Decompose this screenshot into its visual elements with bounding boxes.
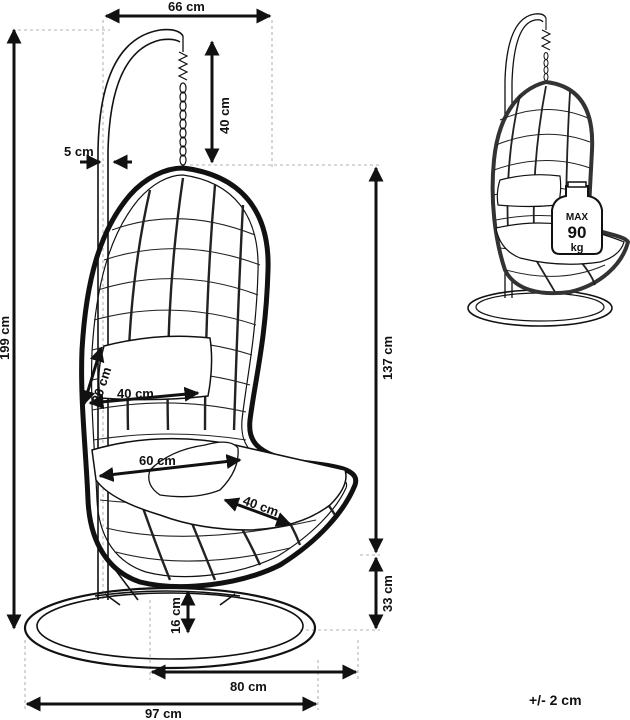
dim-offset: 5 cm xyxy=(64,144,94,159)
dimension-arrows xyxy=(6,8,384,712)
max-weight-badge: MAX 90 kg xyxy=(551,181,603,255)
dim-seat-ground: 33 cm xyxy=(380,575,395,612)
dim-basket-height: 137 cm xyxy=(380,336,395,380)
main-chair-illustration: 66 cm 40 cm 5 cm 199 cm 137 cm 33 cm 20 … xyxy=(0,0,395,720)
dim-total-height: 199 cm xyxy=(0,316,12,360)
chain xyxy=(177,36,189,166)
dim-base-diameter: 80 cm xyxy=(230,679,267,694)
dim-top-width: 66 cm xyxy=(168,0,205,14)
basket xyxy=(79,165,359,590)
preview-chair-illustration: MAX 90 kg xyxy=(467,13,630,327)
dim-total-depth: 97 cm xyxy=(145,706,182,720)
back-pillow xyxy=(97,335,213,401)
badge-value: 90 xyxy=(568,223,587,242)
badge-unit: kg xyxy=(571,242,584,254)
dim-seat-width: 60 cm xyxy=(139,453,176,468)
dim-chain: 40 cm xyxy=(217,97,232,134)
badge-max-label: MAX xyxy=(566,212,589,223)
tolerance-note: +/- 2 cm xyxy=(529,692,582,708)
dim-pillow-width: 40 cm xyxy=(117,386,154,401)
dim-base-gap: 16 cm xyxy=(168,597,183,634)
